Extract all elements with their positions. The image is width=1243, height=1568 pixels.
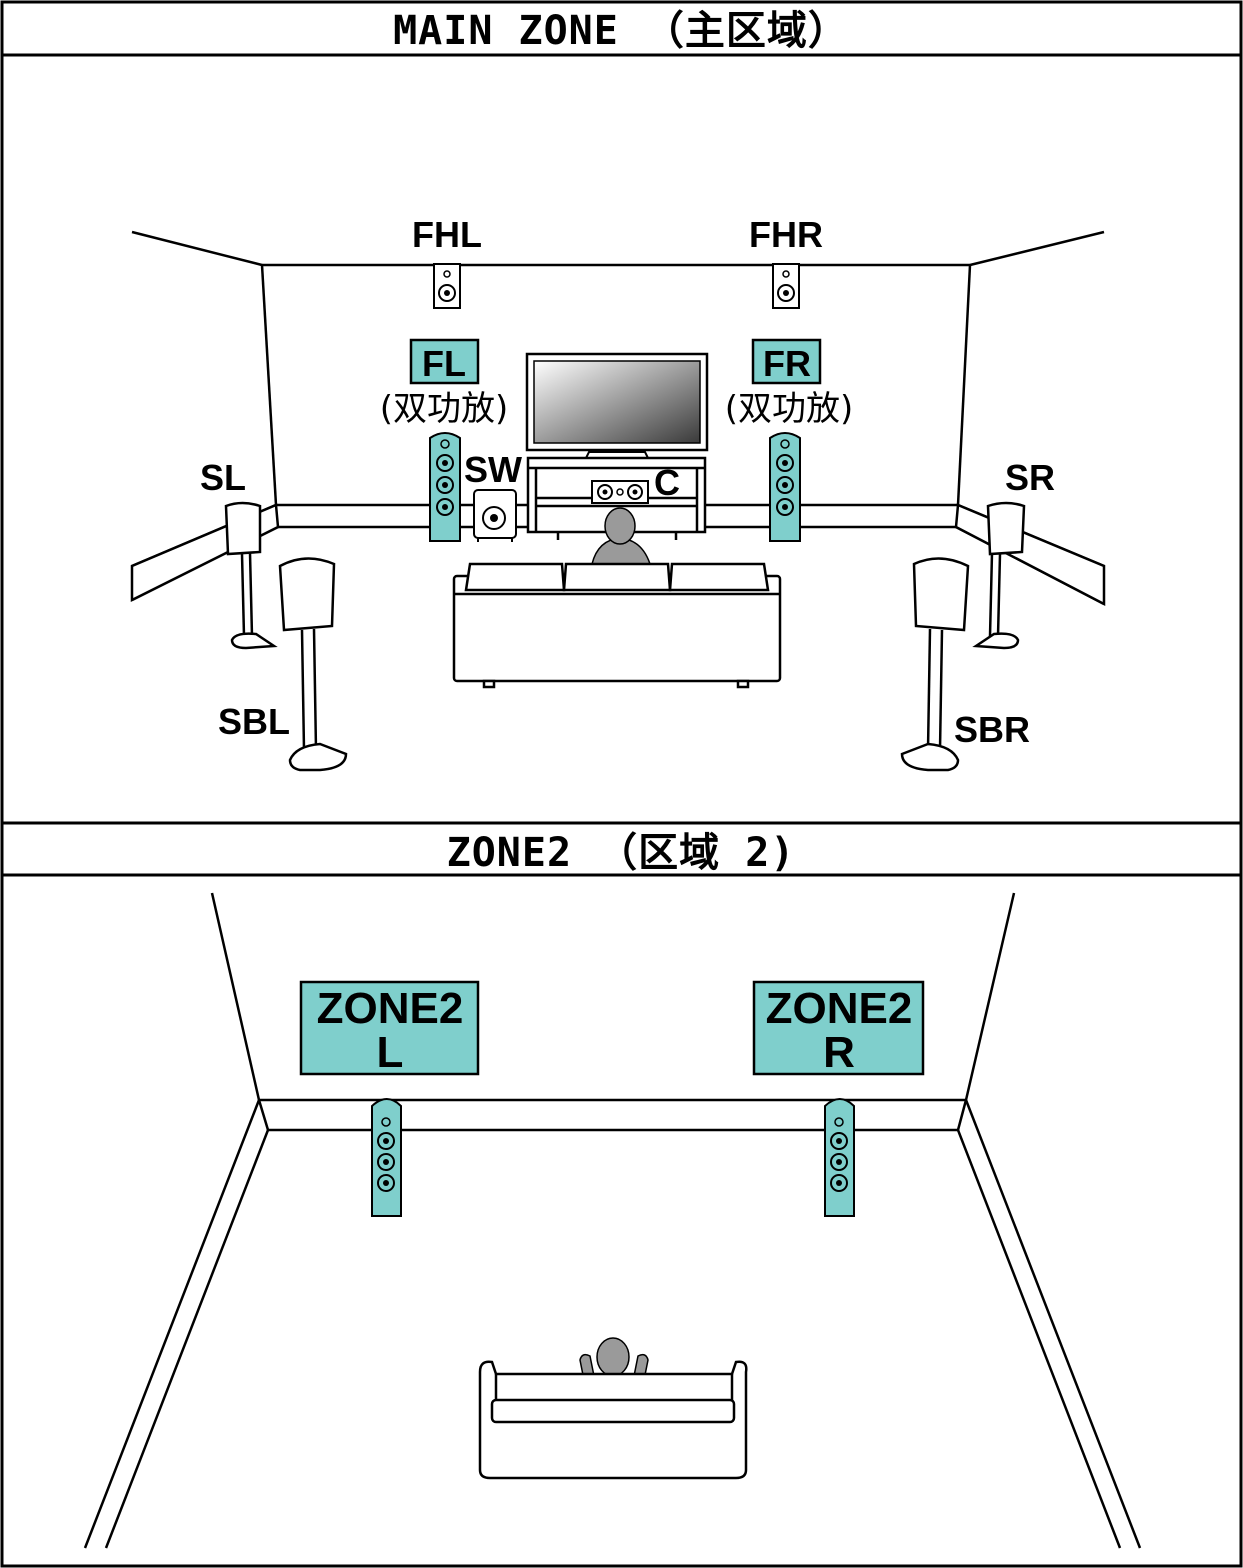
zone2-r-label-box [752,980,925,1076]
fl-label-box [409,338,480,385]
fr-tower-speaker [769,432,801,542]
listener-main [591,507,652,565]
sofa-zone2 [478,1360,748,1480]
sbl-speaker [278,557,348,772]
fl-label: FL [422,343,466,384]
fl-biamp-note: (双功放) [380,389,509,429]
sl-speaker [224,501,278,650]
zone2-l-label-box [299,980,480,1076]
sl-label: SL [200,457,246,498]
sbr-label: SBR [954,709,1030,750]
zone2-r-label-line1: ZONE2 [766,984,913,1033]
fr-label-box [751,338,822,385]
zone2-r-label-line2: R [823,1028,855,1077]
fhr-speaker [772,263,800,309]
sbr-speaker [900,557,970,772]
center-speaker [591,480,649,504]
main-zone-title: MAIN ZONE （主区域） [393,8,849,54]
sbl-label: SBL [218,701,290,742]
fhl-label: FHL [412,214,482,255]
fr-biamp-note: (双功放) [725,389,854,429]
fr-label: FR [763,343,811,384]
fl-tower-speaker [429,432,461,542]
tv [525,352,709,463]
zone2-l-tower-speaker [371,1098,402,1217]
fhr-label: FHR [749,214,823,255]
zone2-l-label-line1: ZONE2 [317,984,464,1033]
sr-label: SR [1005,457,1055,498]
zone2-r-tower-speaker [824,1098,855,1217]
subwoofer [473,489,517,542]
sofa-main [452,562,782,689]
zone2-l-label-line2: L [377,1028,404,1077]
sr-speaker [972,501,1026,650]
zone2-title: ZONE2 （区域 2) [447,830,796,876]
c-label: C [654,462,680,503]
fhl-speaker [433,263,461,309]
sw-label: SW [464,449,522,490]
